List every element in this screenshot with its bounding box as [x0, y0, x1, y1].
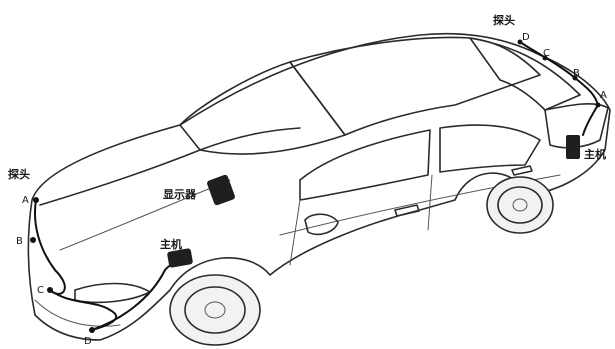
front-side-window	[300, 130, 430, 200]
rear-probe-point-a	[596, 103, 601, 108]
front-probe-point-c	[47, 287, 53, 293]
front-probe-assembly	[30, 197, 182, 333]
rear-point-label-b: B	[573, 68, 580, 79]
display-device	[206, 174, 236, 206]
windshield	[180, 62, 345, 154]
front-point-label-a: A	[22, 195, 29, 206]
rear-point-label-a: A	[600, 90, 607, 101]
rear-probe-assembly	[518, 40, 601, 136]
door-line-rear	[428, 175, 432, 230]
car-illustration	[28, 34, 610, 345]
rear-wheel	[487, 177, 553, 233]
front-host-device	[167, 248, 193, 268]
rear-side-window	[440, 125, 540, 172]
side-mirror	[305, 214, 338, 234]
front-wheel	[170, 275, 260, 345]
front-bumper	[35, 300, 120, 326]
front-probe-wire	[35, 200, 182, 330]
front-probe-label: 探头	[8, 167, 30, 181]
rear-door-handle	[512, 166, 532, 175]
front-point-label-d: D	[84, 336, 92, 347]
front-probe-point-b	[30, 237, 36, 243]
rear-point-label-c: C	[543, 48, 550, 59]
headlight	[75, 284, 150, 303]
rear-probe-wire	[520, 42, 598, 135]
display-label: 显示器	[163, 188, 197, 201]
rear-host-label: 主机	[584, 147, 606, 161]
front-point-label-b: B	[16, 236, 23, 247]
front-probe-point-d	[89, 327, 95, 333]
rear-probe-label: 探头	[493, 13, 515, 27]
rear-point-label-d: D	[522, 32, 530, 43]
front-probe-point-a	[33, 197, 39, 203]
roof	[290, 37, 540, 135]
rear-host-device	[566, 135, 580, 159]
front-host-label: 主机	[160, 237, 182, 251]
front-point-label-c: C	[37, 285, 44, 296]
